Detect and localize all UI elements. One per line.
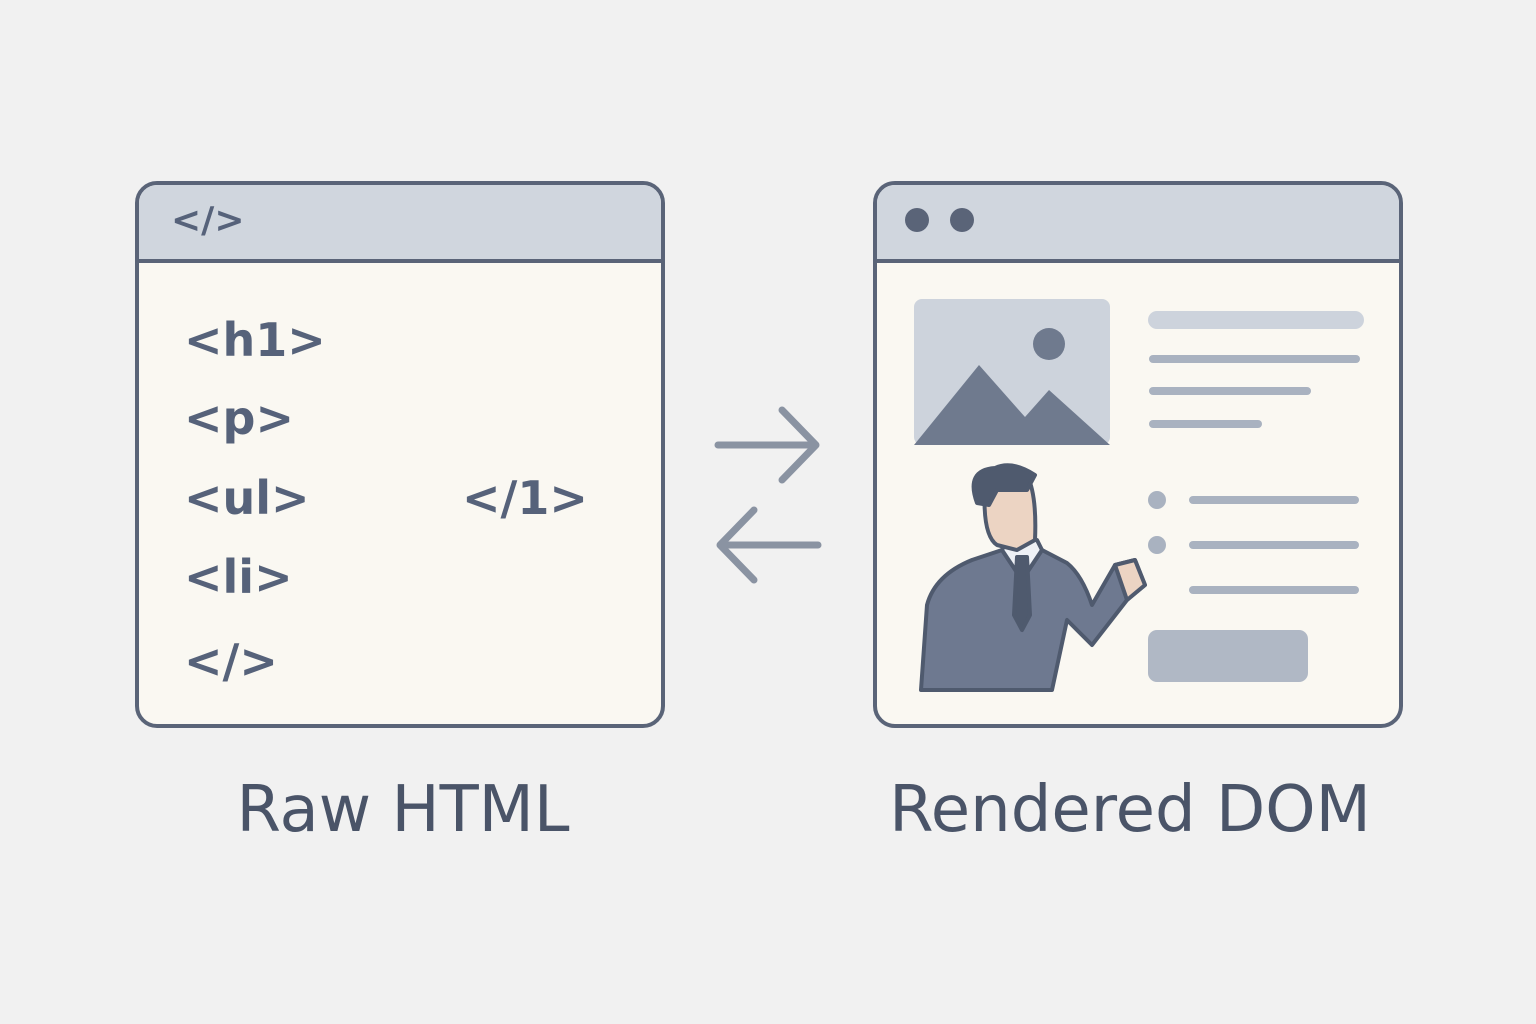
raw-html-caption: Raw HTML — [236, 773, 570, 847]
bullet-icon — [1148, 536, 1166, 554]
bullet-icon — [1148, 491, 1166, 509]
placeholder-button — [1148, 630, 1308, 682]
rendered-dom-window — [873, 181, 1403, 728]
image-placeholder-icon — [914, 299, 1110, 445]
rendered-dom-caption: Rendered DOM — [889, 773, 1371, 847]
window-dot-icon — [905, 208, 929, 232]
raw-html-header: </> — [139, 185, 661, 263]
text-lines — [1148, 311, 1364, 594]
arrow-left-icon — [716, 506, 822, 584]
tag-h1: <h1> — [184, 313, 326, 367]
raw-html-window: </> <h1> <p> <ul> <li> </> </1> — [135, 181, 665, 728]
arrow-right-icon — [714, 406, 820, 484]
window-dot-icon — [950, 208, 974, 232]
code-brackets-icon: </> — [171, 200, 245, 241]
tag-side: </1> — [462, 471, 588, 525]
tag-ul: <ul> — [184, 471, 310, 525]
rendered-content — [905, 208, 1364, 692]
tag-close: </> — [184, 634, 278, 688]
tag-li: <li> — [184, 550, 293, 604]
presenter-person-icon — [919, 463, 1147, 692]
tag-p: <p> — [184, 391, 295, 445]
